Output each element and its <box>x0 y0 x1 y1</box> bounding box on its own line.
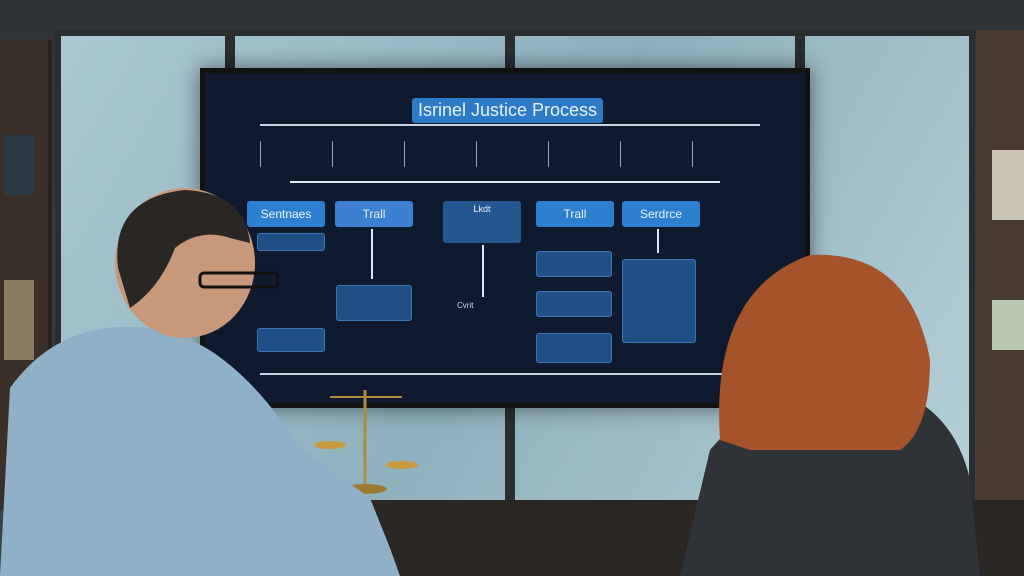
connector-line <box>290 181 720 183</box>
divider <box>260 373 760 375</box>
flowchart-note <box>692 141 762 167</box>
man-seated <box>0 188 400 576</box>
flowchart-note <box>404 141 474 167</box>
flowchart-note <box>476 141 546 167</box>
detail-box <box>536 251 612 277</box>
connector-line <box>371 229 373 279</box>
stage-sentencing: Sentnaes <box>247 201 325 227</box>
flowchart-note <box>620 141 690 167</box>
stage-note: Lkdt <box>443 201 521 243</box>
scales-of-justice <box>314 390 418 494</box>
divider <box>260 124 760 126</box>
detail-box <box>622 259 696 343</box>
books <box>992 300 1024 350</box>
connector-line <box>657 229 659 253</box>
flowchart-title: Isrinel Justice Process <box>412 98 604 123</box>
books <box>4 135 34 195</box>
stage-trial: Trall <box>335 201 413 227</box>
stage-sentence: Serdrce <box>622 201 700 227</box>
detail-box <box>536 291 612 317</box>
woman-seated <box>680 254 980 576</box>
books <box>4 280 34 360</box>
presentation-screen: Isrinel Justice Process Sentnaes Trall L… <box>200 68 810 408</box>
flowchart-note <box>332 141 402 167</box>
detail-box <box>336 285 412 321</box>
caption: Cvrit <box>457 301 474 310</box>
connector-line <box>482 245 484 297</box>
detail-box <box>257 328 325 352</box>
stage-trial-2: Trall <box>536 201 614 227</box>
flowchart-note <box>260 141 330 167</box>
flowchart-note <box>548 141 618 167</box>
bookshelf-right <box>976 30 1024 510</box>
books <box>992 150 1024 220</box>
detail-box <box>536 333 612 363</box>
detail-box <box>257 233 325 251</box>
